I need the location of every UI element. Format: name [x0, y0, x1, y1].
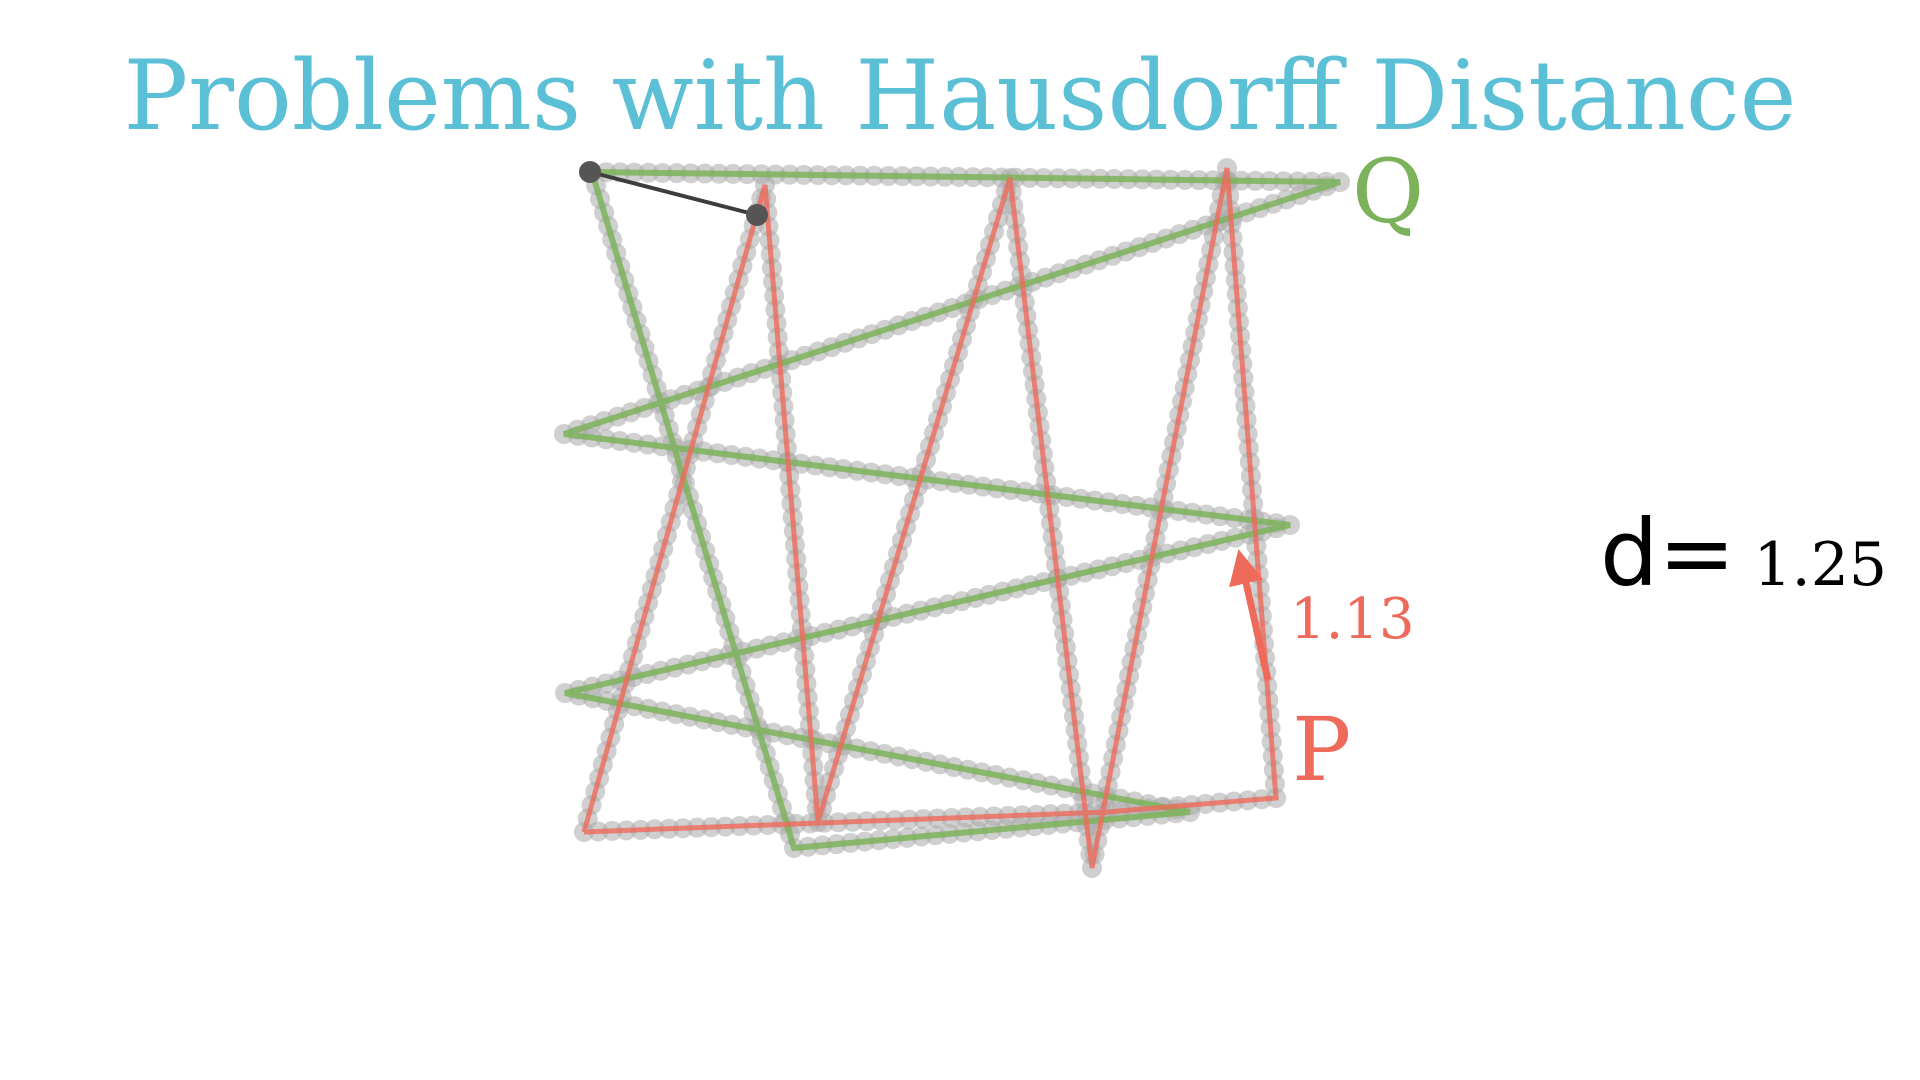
distance-label: 1.13 — [1290, 587, 1415, 652]
slide-title: Problems with Hausdorff Distance — [123, 40, 1797, 152]
readout-value: 1.25 — [1753, 530, 1888, 600]
endpoint-connector — [579, 161, 768, 226]
curve-p — [581, 167, 1279, 869]
curve-q — [563, 169, 1341, 852]
curve-q-label: Q — [1352, 140, 1424, 243]
curve-p-label: P — [1292, 698, 1351, 801]
distance-arrow — [1229, 549, 1272, 681]
distance-readout: d=1.25 — [1600, 500, 1887, 607]
readout-prefix: d= — [1600, 500, 1736, 607]
